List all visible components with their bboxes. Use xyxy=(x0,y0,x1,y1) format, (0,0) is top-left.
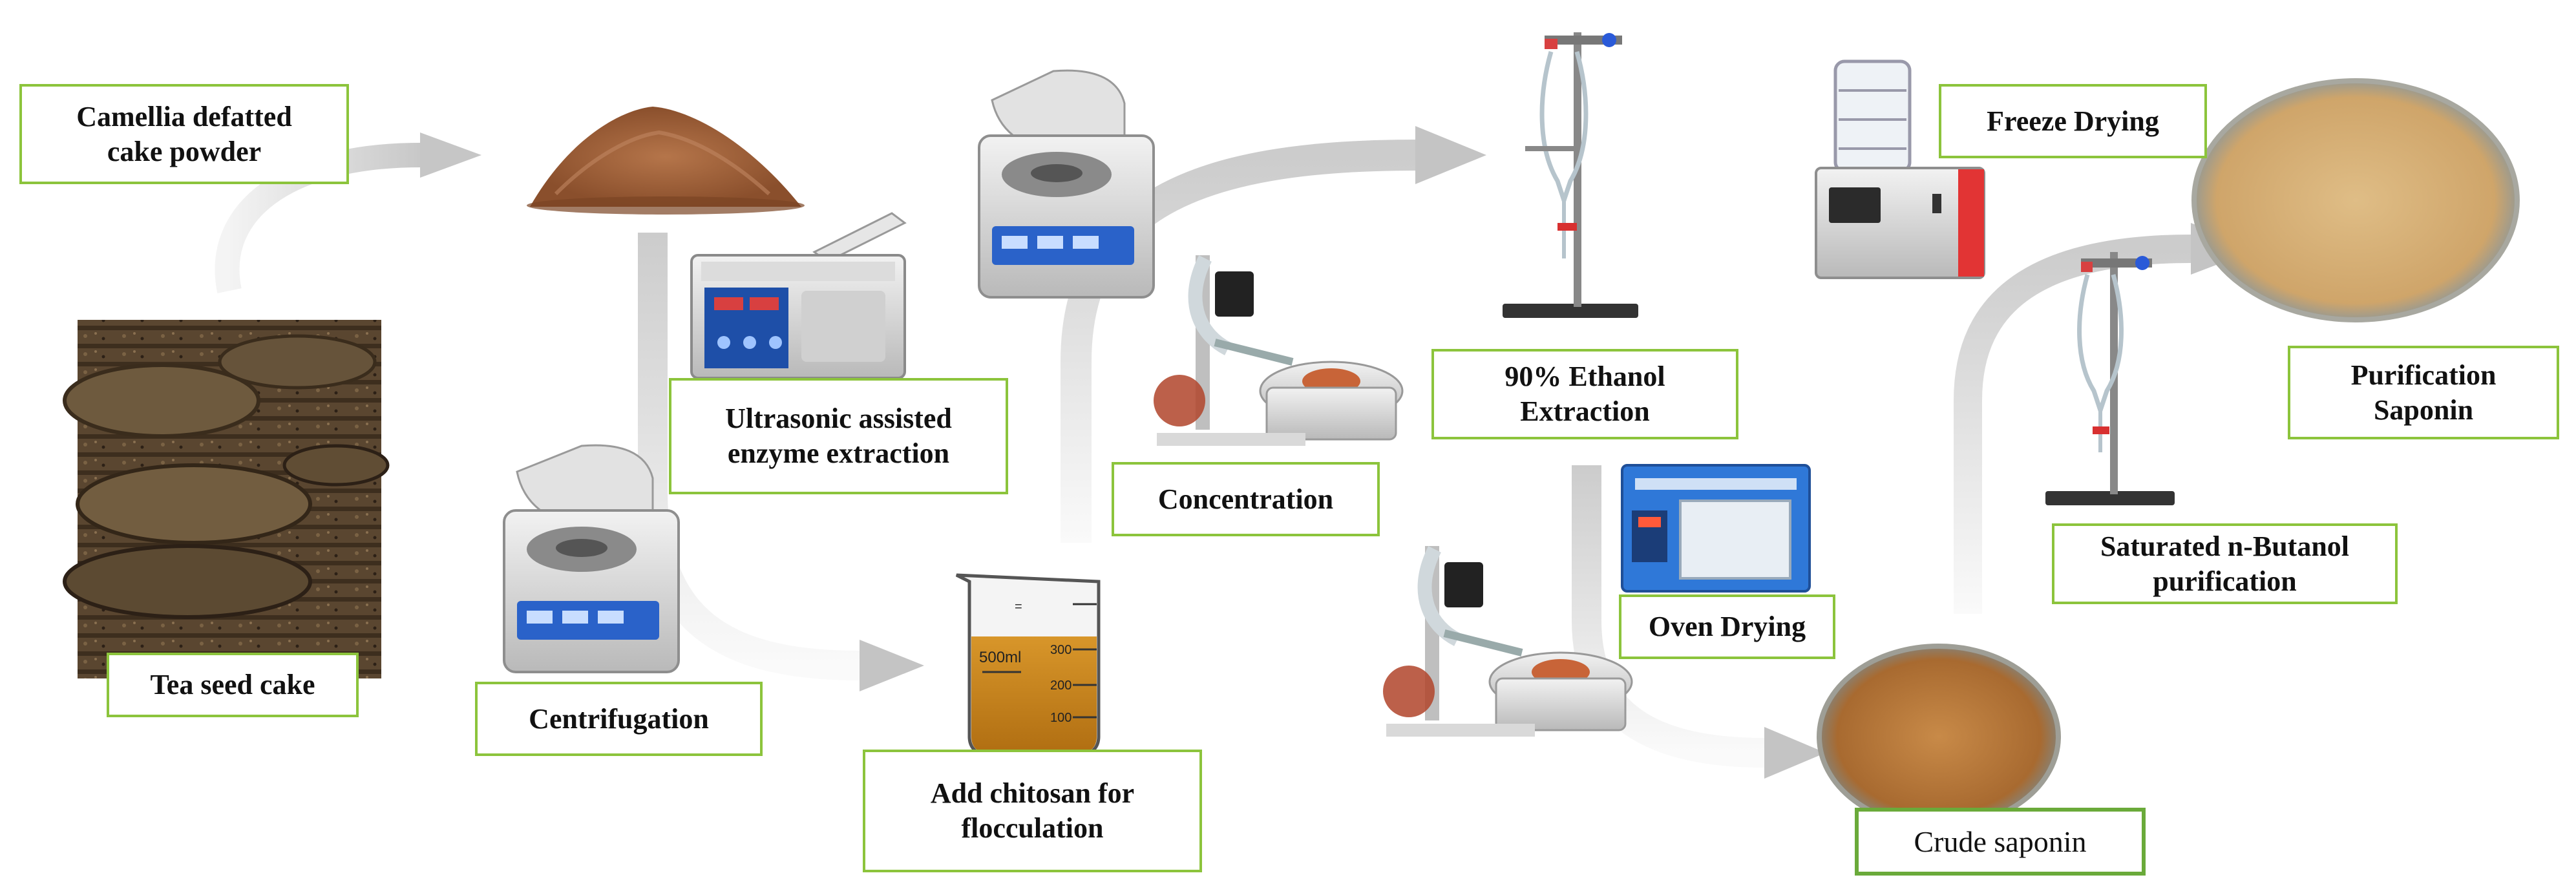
label-camellia-line1: Camellia defatted xyxy=(76,100,292,132)
beaker-logo-mark: = xyxy=(1015,600,1022,614)
camellia-powder-icon xyxy=(527,107,805,215)
beaker-mark-300: 300 xyxy=(1050,643,1072,657)
arrow-ethanol-to-crude xyxy=(1572,465,1826,779)
freeze-dryer-icon xyxy=(1815,59,1985,279)
rotary-evaporator-icon-lower xyxy=(1383,546,1633,737)
extraction-stand-icon-right xyxy=(2045,252,2175,505)
label-ethanol-line1: 90% Ethanol xyxy=(1504,361,1665,392)
centrifuge-icon-lower xyxy=(503,444,680,673)
label-chitosan-line1: Add chitosan for xyxy=(930,777,1135,809)
label-concentration-text: Concentration xyxy=(1157,483,1334,515)
rotary-evaporator-icon-upper xyxy=(1154,255,1404,446)
label-tea-seed-cake: Tea seed cake xyxy=(107,653,359,717)
label-ethanol-line2: Extraction xyxy=(1520,395,1650,427)
label-crude-text: Crude saponin xyxy=(1914,825,2087,858)
label-chitosan-line2: flocculation xyxy=(961,812,1104,844)
label-centrifugation: Centrifugation xyxy=(475,682,763,756)
label-concentration: Concentration xyxy=(1112,462,1380,536)
label-ultrasonic-line1: Ultrasonic assisted xyxy=(725,403,952,434)
label-crude-saponin: Crude saponin xyxy=(1855,808,2146,876)
ultrasonic-bath-icon xyxy=(690,212,907,379)
beaker-mark-500: 500ml xyxy=(979,649,1021,666)
label-purified-line1: Purification xyxy=(2350,359,2497,391)
label-butanol-line1: Saturated n-Butanol xyxy=(2100,530,2350,562)
label-oven-text: Oven Drying xyxy=(1648,611,1806,642)
centrifuge-icon-upper xyxy=(978,69,1155,299)
tea-seed-cake-photo xyxy=(63,320,390,678)
arrow-cake-to-powder xyxy=(215,132,481,293)
label-camellia-line2: cake powder xyxy=(107,135,262,167)
label-centrifugation-text: Centrifugation xyxy=(529,702,709,735)
purified-saponin-dish-icon xyxy=(2191,78,2520,322)
label-butanol-line2: purification xyxy=(2153,565,2297,597)
crude-saponin-dish-icon xyxy=(1817,644,2061,830)
beaker-icon: = 500ml 300 200 100 xyxy=(955,573,1101,758)
label-ultrasonic-line2: enzyme extraction xyxy=(727,437,950,469)
label-purified-line2: Saponin xyxy=(2373,394,2474,426)
label-tea-seed-cake-text: Tea seed cake xyxy=(150,669,315,700)
extraction-stand-icon-left xyxy=(1503,32,1638,318)
label-oven-drying: Oven Drying xyxy=(1619,594,1835,659)
beaker-mark-200: 200 xyxy=(1050,678,1072,693)
label-freeze-text: Freeze Drying xyxy=(1987,105,2159,137)
arrow-concentration-to-ethanol xyxy=(1061,126,1486,543)
oven-icon xyxy=(1621,464,1811,593)
beaker-mark-100: 100 xyxy=(1050,711,1072,725)
label-freeze-drying: Freeze Drying xyxy=(1939,84,2207,158)
